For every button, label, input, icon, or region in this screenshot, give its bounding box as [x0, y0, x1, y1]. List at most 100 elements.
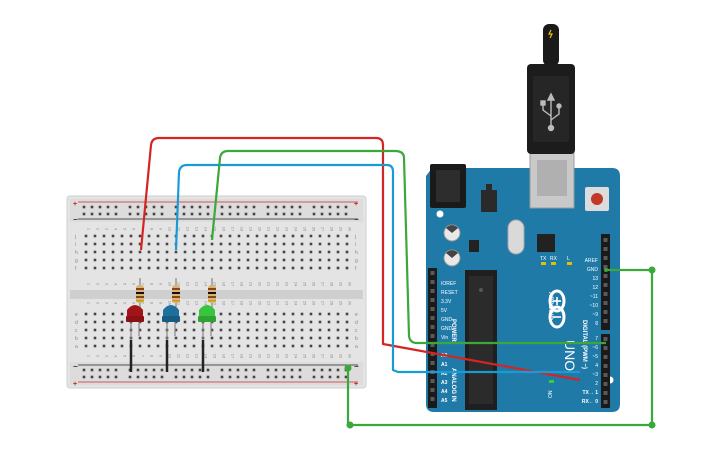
rail-hole[interactable] [182, 205, 186, 209]
terminal-hole[interactable] [165, 266, 169, 270]
terminal-hole[interactable] [102, 344, 106, 348]
rail-hole[interactable] [114, 368, 118, 372]
terminal-hole[interactable] [120, 344, 124, 348]
terminal-hole[interactable] [237, 344, 241, 348]
terminal-hole[interactable] [201, 266, 205, 270]
rail-hole[interactable] [90, 375, 94, 379]
terminal-hole[interactable] [84, 242, 88, 246]
terminal-hole[interactable] [237, 320, 241, 324]
arduino-board[interactable]: TX RX L ON ARDUINO UNO POWER ANALOG IN D… [426, 151, 620, 412]
terminal-hole[interactable] [147, 336, 151, 340]
terminal-hole[interactable] [192, 258, 196, 262]
rail-hole[interactable] [206, 375, 210, 379]
terminal-hole[interactable] [336, 344, 340, 348]
terminal-hole[interactable] [336, 250, 340, 254]
rail-hole[interactable] [152, 212, 156, 216]
rail-hole[interactable] [336, 375, 340, 379]
rail-hole[interactable] [328, 368, 332, 372]
terminal-hole[interactable] [318, 234, 322, 238]
terminal-hole[interactable] [246, 258, 250, 262]
terminal-hole[interactable] [210, 336, 214, 340]
header-pin[interactable] [603, 355, 608, 359]
terminal-hole[interactable] [129, 250, 133, 254]
header-pin[interactable] [430, 280, 435, 284]
header-pin[interactable] [430, 379, 435, 383]
terminal-hole[interactable] [93, 242, 97, 246]
terminal-hole[interactable] [282, 312, 286, 316]
rail-hole[interactable] [266, 205, 270, 209]
rail-hole[interactable] [252, 212, 256, 216]
usb-cable[interactable] [527, 24, 575, 154]
terminal-hole[interactable] [147, 328, 151, 332]
terminal-hole[interactable] [102, 242, 106, 246]
rail-hole[interactable] [312, 375, 316, 379]
terminal-hole[interactable] [264, 320, 268, 324]
terminal-hole[interactable] [165, 234, 169, 238]
header-pin[interactable] [603, 364, 608, 368]
terminal-hole[interactable] [147, 234, 151, 238]
terminal-hole[interactable] [156, 266, 160, 270]
terminal-hole[interactable] [219, 266, 223, 270]
rail-hole[interactable] [274, 212, 278, 216]
header-pin[interactable] [603, 247, 608, 251]
rail-hole[interactable] [190, 212, 194, 216]
terminal-hole[interactable] [327, 344, 331, 348]
terminal-hole[interactable] [174, 344, 178, 348]
terminal-hole[interactable] [147, 250, 151, 254]
rail-hole[interactable] [128, 375, 132, 379]
rail-hole[interactable] [198, 375, 202, 379]
terminal-hole[interactable] [129, 234, 133, 238]
terminal-hole[interactable] [237, 242, 241, 246]
terminal-hole[interactable] [102, 312, 106, 316]
red-wire[interactable] [139, 136, 581, 382]
terminal-hole[interactable] [183, 320, 187, 324]
rail-hole[interactable] [298, 375, 302, 379]
rail-hole[interactable] [144, 212, 148, 216]
terminal-hole[interactable] [264, 234, 268, 238]
header-pin[interactable] [430, 289, 435, 293]
terminal-hole[interactable] [102, 320, 106, 324]
terminal-hole[interactable] [120, 312, 124, 316]
terminal-hole[interactable] [309, 234, 313, 238]
rail-hole[interactable] [328, 375, 332, 379]
terminal-hole[interactable] [228, 250, 232, 254]
rail-hole[interactable] [282, 205, 286, 209]
header-pin[interactable] [430, 298, 435, 302]
rail-hole[interactable] [220, 205, 224, 209]
rail-hole[interactable] [298, 205, 302, 209]
terminal-hole[interactable] [84, 258, 88, 262]
terminal-hole[interactable] [111, 234, 115, 238]
terminal-hole[interactable] [84, 336, 88, 340]
terminal-hole[interactable] [273, 312, 277, 316]
wire-endpoint[interactable] [604, 268, 608, 272]
terminal-hole[interactable] [309, 328, 313, 332]
terminal-hole[interactable] [282, 234, 286, 238]
rail-hole[interactable] [274, 375, 278, 379]
rail-hole[interactable] [320, 205, 324, 209]
terminal-hole[interactable] [237, 250, 241, 254]
terminal-hole[interactable] [282, 320, 286, 324]
terminal-hole[interactable] [102, 328, 106, 332]
red-led[interactable] [126, 305, 144, 340]
header-pin[interactable] [430, 397, 435, 401]
terminal-hole[interactable] [219, 258, 223, 262]
rail-hole[interactable] [320, 368, 324, 372]
rail-hole[interactable] [160, 212, 164, 216]
terminal-hole[interactable] [291, 250, 295, 254]
terminal-hole[interactable] [282, 250, 286, 254]
terminal-hole[interactable] [237, 258, 241, 262]
terminal-hole[interactable] [183, 336, 187, 340]
terminal-hole[interactable] [345, 234, 349, 238]
terminal-hole[interactable] [165, 242, 169, 246]
terminal-hole[interactable] [318, 336, 322, 340]
terminal-hole[interactable] [156, 328, 160, 332]
resistor-green[interactable] [208, 278, 216, 310]
terminal-hole[interactable] [192, 320, 196, 324]
terminal-hole[interactable] [318, 250, 322, 254]
rail-hole[interactable] [136, 368, 140, 372]
terminal-hole[interactable] [327, 258, 331, 262]
terminal-hole[interactable] [93, 250, 97, 254]
terminal-hole[interactable] [138, 266, 142, 270]
terminal-hole[interactable] [336, 312, 340, 316]
